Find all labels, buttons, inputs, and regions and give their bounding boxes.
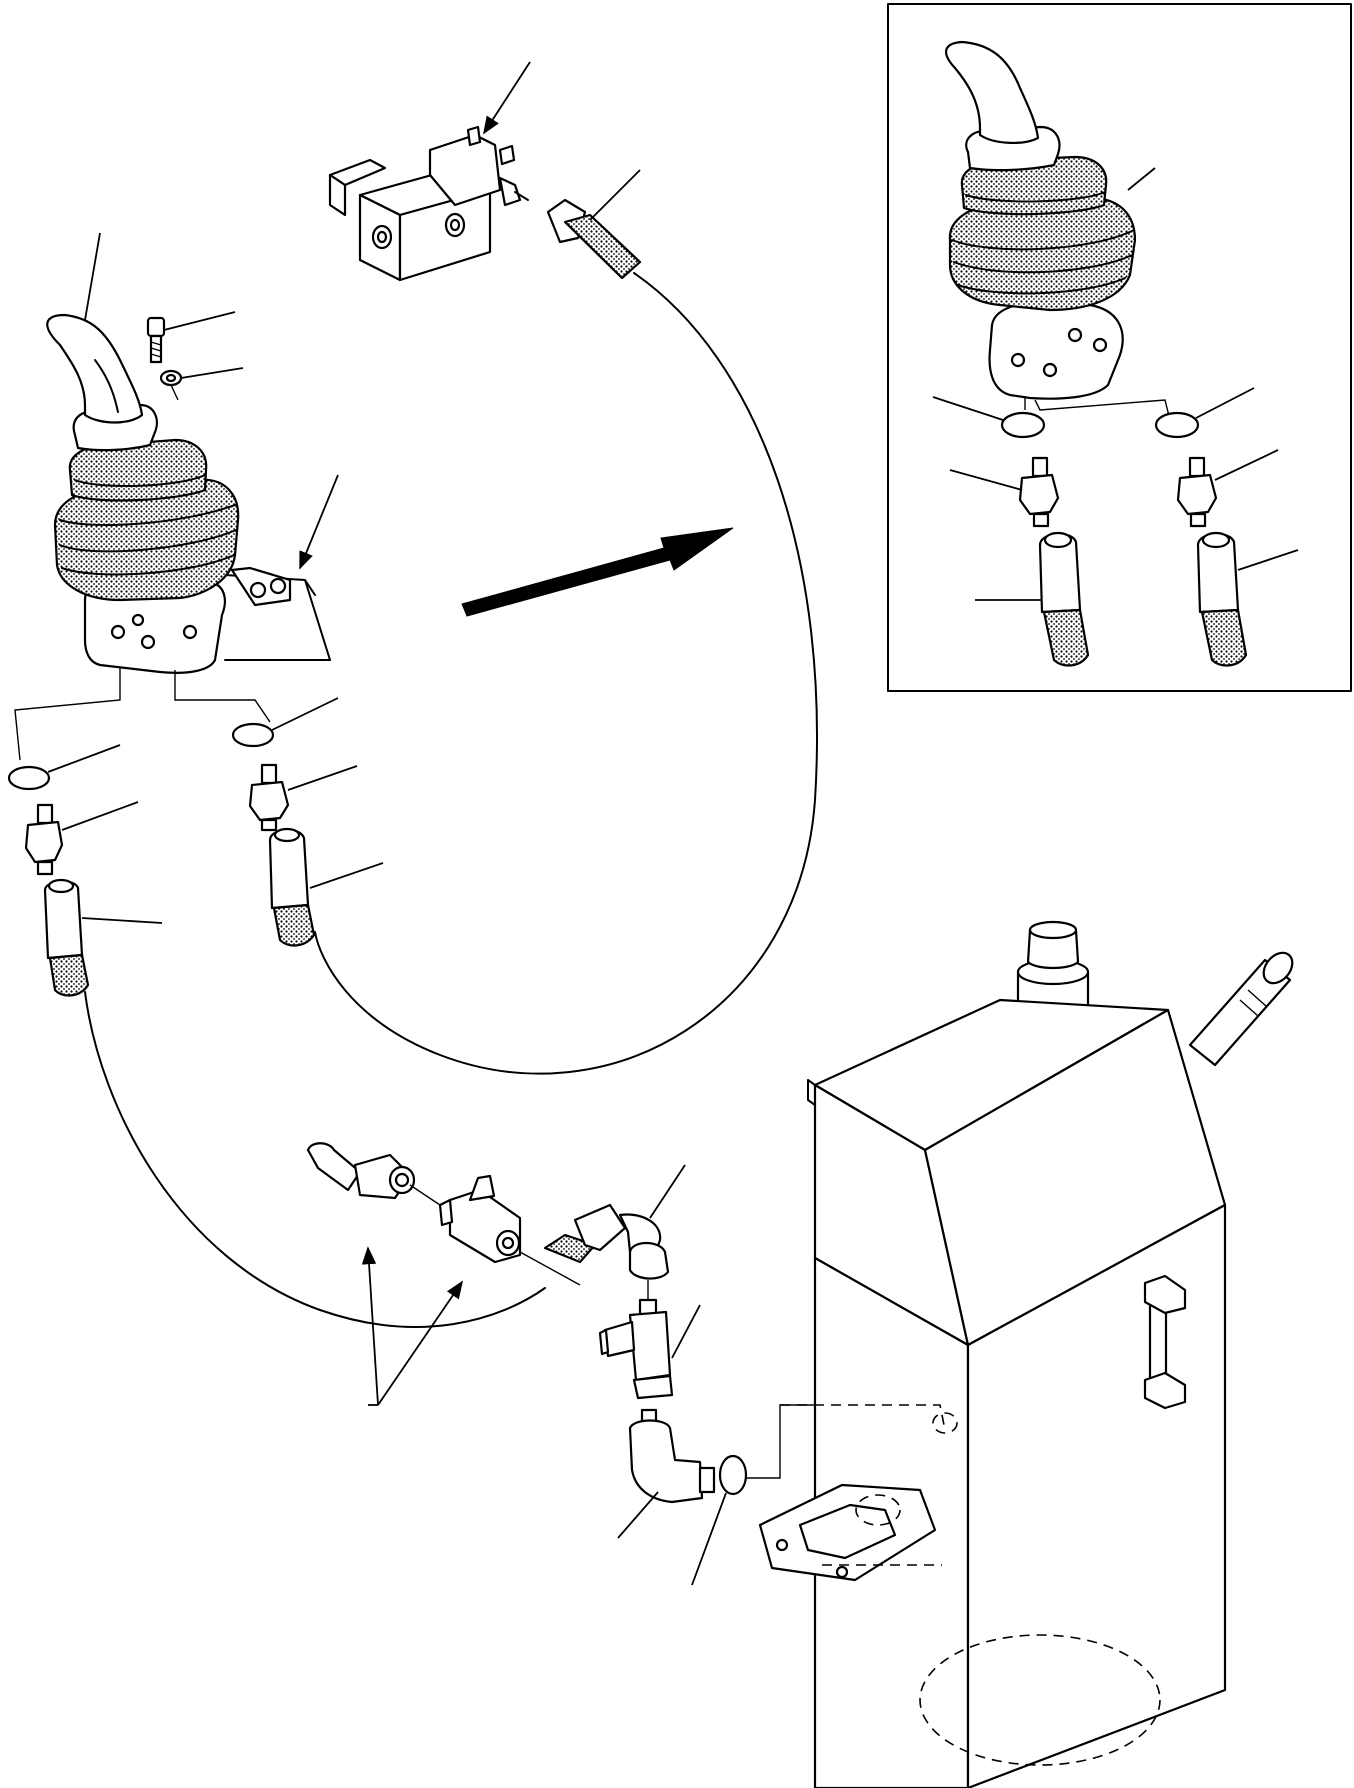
leader-inset-right-adapter [1214, 449, 1279, 481]
bottom-o-ring [718, 1454, 748, 1496]
inset-right-adapter [1176, 456, 1218, 528]
left-adapter [24, 803, 64, 876]
hose-line-upper [314, 272, 818, 1075]
joystick-assembly [46, 313, 331, 674]
bottom-elbow [628, 1419, 716, 1504]
top-hose-fitting [546, 198, 642, 280]
leader-right-o-ring [271, 697, 339, 731]
leader-washer [180, 367, 244, 379]
inset-right-o-ring [1154, 411, 1200, 439]
leader-tee [377, 1280, 464, 1406]
leader-inset-left-o-ring [932, 396, 1004, 421]
inset-frame [887, 3, 1352, 692]
washer [159, 369, 183, 387]
leader-elbow-hose [649, 1164, 686, 1219]
leader-inset-right-o-ring [1195, 387, 1255, 419]
right-adapter [248, 763, 290, 832]
solenoid-valve-block [328, 125, 529, 282]
right-o-ring [231, 722, 275, 748]
vertical-tee [598, 1298, 674, 1426]
leader-top-hose [589, 169, 641, 221]
direction-arrow [461, 527, 734, 617]
inset-left-hose-end [1038, 531, 1090, 667]
leader-valve [483, 61, 531, 135]
leader-bottom-elbow [617, 1491, 659, 1539]
leader-joystick-handle [84, 232, 101, 321]
leader-bolt [163, 311, 236, 331]
leader-left-o-ring [47, 744, 121, 773]
leader-vertical-tee [671, 1304, 701, 1359]
hydraulic-tank [758, 920, 1294, 1788]
return-line-pipe [306, 1142, 416, 1200]
leader-inset-right-hose [1237, 549, 1299, 571]
leader-right-adapter [287, 765, 358, 791]
leader-left-hose [81, 917, 163, 924]
leader-left-adapter [61, 801, 139, 831]
inset-left-adapter [1018, 456, 1060, 528]
tee-fitting [438, 1174, 522, 1264]
leader-inset-boot [1127, 167, 1156, 191]
inset-left-o-ring [1000, 411, 1046, 439]
inset-right-hose-end [1196, 531, 1248, 667]
leader-inset-left-adapter [949, 469, 1023, 491]
leader-right-hose [309, 862, 384, 889]
right-hose-end [268, 827, 316, 947]
leader-return-pipe [361, 1246, 379, 1406]
left-o-ring [7, 765, 51, 791]
left-hose-end [43, 878, 90, 997]
mounting-bolt [146, 316, 166, 364]
inset-joystick [945, 40, 1137, 400]
hose-line-lower [84, 991, 546, 1328]
elbow-hose-end [543, 1203, 670, 1280]
leader-bottom-o-ring [691, 1492, 727, 1586]
leader-bracket [299, 474, 339, 570]
